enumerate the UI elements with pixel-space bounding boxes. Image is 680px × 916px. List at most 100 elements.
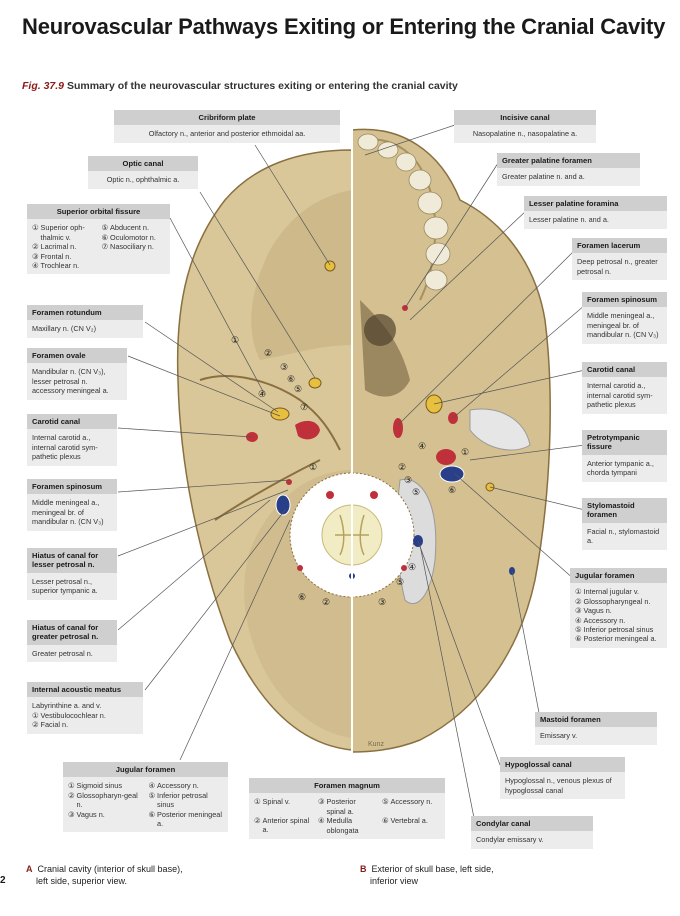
item-number: ⑤ [575,625,582,635]
label-greater-palatine-foramen: Greater palatine foramen Greater palatin… [497,153,640,186]
item-text: Spinal v. [262,797,290,807]
page-number: 2 [0,875,6,886]
label-body: Facial n., stylomastoid a. [582,522,667,550]
item-text: Posterior meningeal a. [157,809,222,829]
teeth [357,133,451,291]
label-hiatus-lesser-petrosal: Hiatus of canal for lesser petrosal n. L… [27,548,117,600]
item-text: Vertebral a. [390,815,428,825]
label-body: Middle meningeal a., meningeal br. of ma… [582,307,667,344]
label-condylar-canal: Condylar canal Condylar emissary v. [471,816,593,849]
figure-caption-text: Summary of the neurovascular structures … [66,80,458,92]
marker-jug-5: ⑤ [412,487,421,497]
label-lesser-palatine-foramina: Lesser palatine foramina Lesser palatine… [524,196,667,229]
item-number: ⑥ [382,815,389,825]
label-title: Foramen lacerum [572,238,667,254]
label-title: Foramen rotundum [27,305,143,321]
marker-mag-1: ① [309,462,318,472]
caption-line: Cranial cavity (interior of skull base), [37,864,183,874]
item-number: ① [575,587,582,597]
item-number: ① [32,710,39,720]
marker-jug-3: ③ [404,475,413,485]
label-internal-acoustic-meatus: Internal acoustic meatus Labyrinthine a.… [27,682,143,734]
marker-7: ⑦ [300,402,309,412]
label-title: Foramen spinosum [582,292,667,308]
item-number: ⑥ [575,634,582,644]
caption-line: left side, superior view. [36,875,128,886]
item-number: ① [32,223,39,233]
label-title: Optic canal [88,156,198,172]
label-title: Superior orbital fissure [27,204,170,220]
label-body: Internal carotid a., internal carotid sy… [582,377,667,414]
item-number: ② [32,720,39,730]
label-stylomastoid-foramen: Stylomastoid foramen Facial n., stylomas… [582,498,667,550]
right-foramina [324,260,515,575]
label-title: Mastoid foramen [535,712,657,728]
item-number: ① [68,781,75,791]
item-text: Vestibulocochlear n. [40,710,106,720]
label-title: Internal acoustic meatus [27,682,143,698]
label-body: Condylar emissary v. [471,831,593,849]
label-title: Foramen ovale [27,348,127,364]
item-number: ⑥ [148,809,156,819]
item-number: ② [254,815,261,825]
item-number: ① [254,797,261,807]
marker-5: ⑤ [294,384,303,394]
label-title: Carotid canal [27,414,117,430]
item-number: ④ [575,615,582,625]
label-mastoid-foramen: Mastoid foramen Emissary v. [535,712,657,745]
marker-3: ③ [280,362,289,372]
item-text: Inferior petrosal sinus [157,790,208,810]
caption-letter: A [26,864,33,874]
label-title: Foramen magnum [249,778,445,794]
item-text: Glossopharyn-geal n. [76,790,138,810]
label-title: Carotid canal [582,362,667,378]
marker-1: ① [231,335,240,345]
label-title: Cribriform plate [114,110,340,126]
label-body: Maxillary n. (CN V₂) [27,320,143,338]
marker-mag-2: ② [322,597,331,607]
label-carotid-canal-left: Carotid canal Internal carotid a., inter… [27,414,117,466]
label-title: Hypoglossal canal [500,757,625,773]
item-text: Vagus n. [76,809,105,819]
label-foramen-ovale: Foramen ovale Mandibular n. (CN V₃), les… [27,348,127,400]
artist-signature: Kunz [368,741,384,748]
item-number: ② [32,242,39,252]
item-text: Medulla oblongata [326,816,359,835]
label-body: Lesser petrosal n., superior tympanic a. [27,572,117,600]
label-hypoglossal-canal: Hypoglossal canal Hypoglossal n., venous… [500,757,625,800]
item-text: Anterior spinal a. [262,815,310,835]
item-text: Internal jugular v. [583,587,639,597]
item-text: Frontal n. [40,251,72,261]
label-title: Foramen spinosum [27,479,117,495]
item-text: Superior oph-thalmic v. [40,223,85,242]
label-foramen-rotundum: Foramen rotundum Maxillary n. (CN V₂) [27,305,143,338]
item-text: Facial n. [40,720,69,730]
label-body: Deep petrosal n., greater petrosal n. [572,253,667,281]
leader-lines [117,124,586,824]
item-text: Posterior spinal a. [326,797,356,816]
item-number: ② [575,596,582,606]
item-number: ③ [575,606,582,616]
item-text: Abducent n. [110,223,149,233]
label-body: Nasopalatine n., nasopalatine a. [454,125,596,143]
label-carotid-canal-right: Carotid canal Internal carotid a., inter… [582,362,667,414]
left-foramina [246,377,322,516]
label-body: Optic n., ophthalmic a. [88,171,198,189]
label-body: Middle meningeal a., meningeal br. of ma… [27,494,117,531]
label-title: Incisive canal [454,110,596,126]
marker-jug-6: ⑥ [448,485,457,495]
item-number: ⑤ [148,790,156,800]
label-title: Jugular foramen [63,762,228,778]
label-body: Anterior tympanic a., chorda tympani [582,454,667,482]
caption-letter: B [360,864,367,874]
item-text: Posterior meningeal a. [583,634,657,644]
label-title: Greater palatine foramen [497,153,640,169]
label-petrotympanic-fissure: Petrotympanic fissure Anterior tympanic … [582,430,667,482]
